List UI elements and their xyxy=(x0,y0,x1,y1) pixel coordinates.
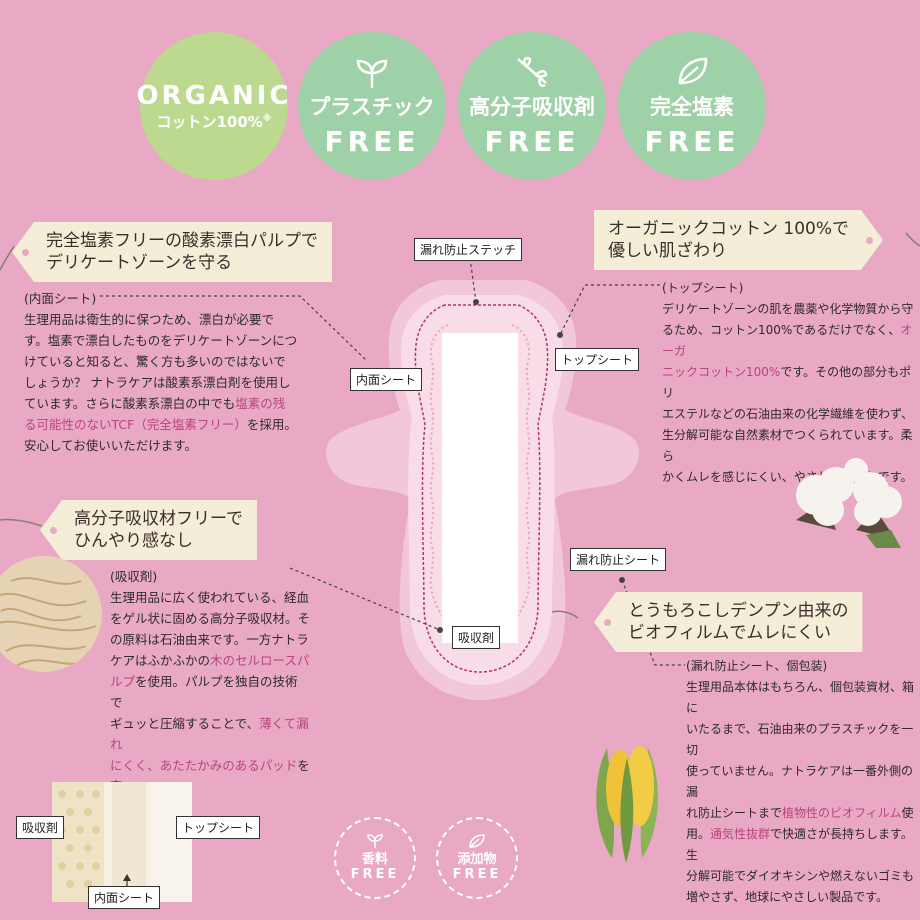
absorb-heading: (吸収剤) xyxy=(110,569,158,584)
absorb-line: をゲル状に固める高分子吸収材。そ xyxy=(110,611,311,626)
badge-chlorine-free: 完全塩素 FREE xyxy=(618,32,766,180)
inner-line: る可能性のないTCF（完全塩素フリー）を採用。 xyxy=(24,417,297,432)
sprout-icon xyxy=(367,834,383,848)
badge-organic-sub: コットン100%※ xyxy=(156,112,272,131)
fragrance-free: FREE xyxy=(350,867,400,882)
inner-heading: (内面シート) xyxy=(24,291,97,306)
diagram-label-inner-sheet: 内面シート xyxy=(88,886,161,909)
top-line: エステルなどの石油由来の化学繊維を使わず、 xyxy=(662,407,914,421)
inner-line: けていると知ると、驚く方も多いのではないで xyxy=(24,354,286,369)
sprout-icon xyxy=(356,59,388,88)
label-inner-sheet: 内面シート xyxy=(350,368,423,391)
top-line: デリケートゾーンの肌を農薬や化学物質から守 xyxy=(662,302,914,316)
film-line: 使っていません。ナトラケアは一番外側の漏 xyxy=(686,764,914,799)
material-cross-section xyxy=(52,782,192,902)
inner-line: ています。さらに酸素系漂白の中でも塩素の残 xyxy=(24,396,286,411)
badge-fragrance-free: 香料 FREE xyxy=(334,817,416,899)
leaf-icon xyxy=(678,57,708,84)
inner-line: しょうか？ ナトラケアは酸素系漂白剤を使用し xyxy=(24,375,291,390)
wood-pulp-image xyxy=(0,556,102,672)
film-heading: (漏れ防止シート、個包装) xyxy=(686,659,828,673)
badge-polymer-free: 高分子吸収剤 FREE xyxy=(458,32,606,180)
cotton-image xyxy=(796,458,902,548)
tag-top-line2: 優しい肌ざわり xyxy=(608,241,727,261)
badge-additive-free: 添加物 FREE xyxy=(436,817,518,899)
absorb-line: 生理用品に広く使われている、経血 xyxy=(110,590,310,605)
top-heading: (トップシート) xyxy=(662,281,744,295)
top-line: ニックコットン100%です。その他の部分もポリ xyxy=(662,365,912,400)
film-line: 用。通気性抜群で快適さが長持ちします。生 xyxy=(686,827,913,862)
inner-line: 安心してお使いいただけます。 xyxy=(24,438,198,453)
diagram-label-absorbent: 吸収剤 xyxy=(16,816,65,839)
branch-icon xyxy=(517,56,548,87)
badge-plastic-free: プラスチック FREE xyxy=(298,32,446,180)
biofilm-description: (漏れ防止シート、個包装) 生理用品本体はもちろん、個包装資材、箱に いたるまで… xyxy=(686,656,920,908)
film-line: れ防止シートまで植物性のビオフィルム使 xyxy=(686,806,914,820)
tag-film-line2: ビオフィルムでムレにくい xyxy=(628,623,831,643)
label-leak-sheet: 漏れ防止シート xyxy=(570,548,667,571)
additive-label: 添加物 xyxy=(457,852,497,867)
film-line: いたるまで、石油由来のプラスチックを一切 xyxy=(686,722,914,757)
additive-free: FREE xyxy=(452,867,502,882)
top-line: るため、コットン100%であるだけでなく、オーガ xyxy=(662,323,913,358)
absorb-line: の原料は石油由来です。一方ナトラ xyxy=(110,632,309,647)
tag-absorb-line2: ひんやり感なし xyxy=(74,531,193,551)
badge-polymer-label: 高分子吸収剤 xyxy=(469,94,595,119)
absorb-line: ケアはふかふかの木のセルロースパ xyxy=(110,653,310,668)
tag-biofilm: とうもろこしデンプン由来の ビオフィルムでムレにくい xyxy=(594,592,863,652)
film-line: 分解可能でダイオキシンや燃えないゴミも xyxy=(686,869,915,883)
badge-chlorine-free-text: FREE xyxy=(644,124,740,158)
absorb-line: ギュッと圧縮することで、薄くて漏れ xyxy=(110,716,309,752)
badge-plastic-free-text: FREE xyxy=(324,124,420,158)
badge-chlorine-label: 完全塩素 xyxy=(650,94,734,119)
diagram-label-top-sheet: トップシート xyxy=(176,816,261,839)
label-top-sheet: トップシート xyxy=(555,348,640,371)
film-line: 生理用品本体はもちろん、個包装資材、箱に xyxy=(686,680,915,715)
badge-plastic-label: プラスチック xyxy=(309,94,435,119)
tag-inner-line2: デリケートゾーンを守る xyxy=(46,253,233,273)
tag-top-sheet: オーガニックコットン 100%で 優しい肌ざわり xyxy=(594,210,883,270)
fragrance-label: 香料 xyxy=(361,852,388,867)
leaf-icon xyxy=(469,834,485,848)
label-leak-stitch: 漏れ防止ステッチ xyxy=(414,238,523,261)
top-line: 生分解可能な自然素材でつくられています。柔ら xyxy=(662,428,913,463)
tag-top-line1: オーガニックコットン 100%で xyxy=(608,219,850,239)
badge-organic: ORGANIC コットン100%※ xyxy=(136,32,289,180)
tag-inner-sheet: 完全塩素フリーの酸素漂白パルプで デリケートゾーンを守る xyxy=(12,222,332,282)
label-absorbent: 吸収剤 xyxy=(452,626,501,649)
tag-absorbent: 高分子吸収材フリーで ひんやり感なし xyxy=(40,500,257,560)
film-line: 増やさず、地球にやさしい製品です。 xyxy=(686,890,888,904)
inner-line: 生理用品は衛生的に保つため、漂白が必要で xyxy=(24,312,275,327)
inner-sheet-description: (内面シート) 生理用品は衛生的に保つため、漂白が必要で す。塩素で漂白したもの… xyxy=(24,288,314,456)
corn-image xyxy=(596,746,658,863)
badge-polymer-free-text: FREE xyxy=(484,124,580,158)
absorbent-description: (吸収剤) 生理用品に広く使われている、経血 をゲル状に固める高分子吸収材。そ … xyxy=(110,566,310,818)
tag-film-line1: とうもろこしデンプン由来の xyxy=(628,601,849,621)
tag-absorb-line1: 高分子吸収材フリーで xyxy=(74,509,243,529)
tag-inner-line1: 完全塩素フリーの酸素漂白パルプで xyxy=(46,231,318,251)
absorb-line: ルプを使用。パルプを独自の技術で xyxy=(110,674,298,710)
badge-organic-title: ORGANIC xyxy=(136,80,292,111)
inner-line: す。塩素で漂白したものをデリケートゾーンにつ xyxy=(24,333,298,348)
